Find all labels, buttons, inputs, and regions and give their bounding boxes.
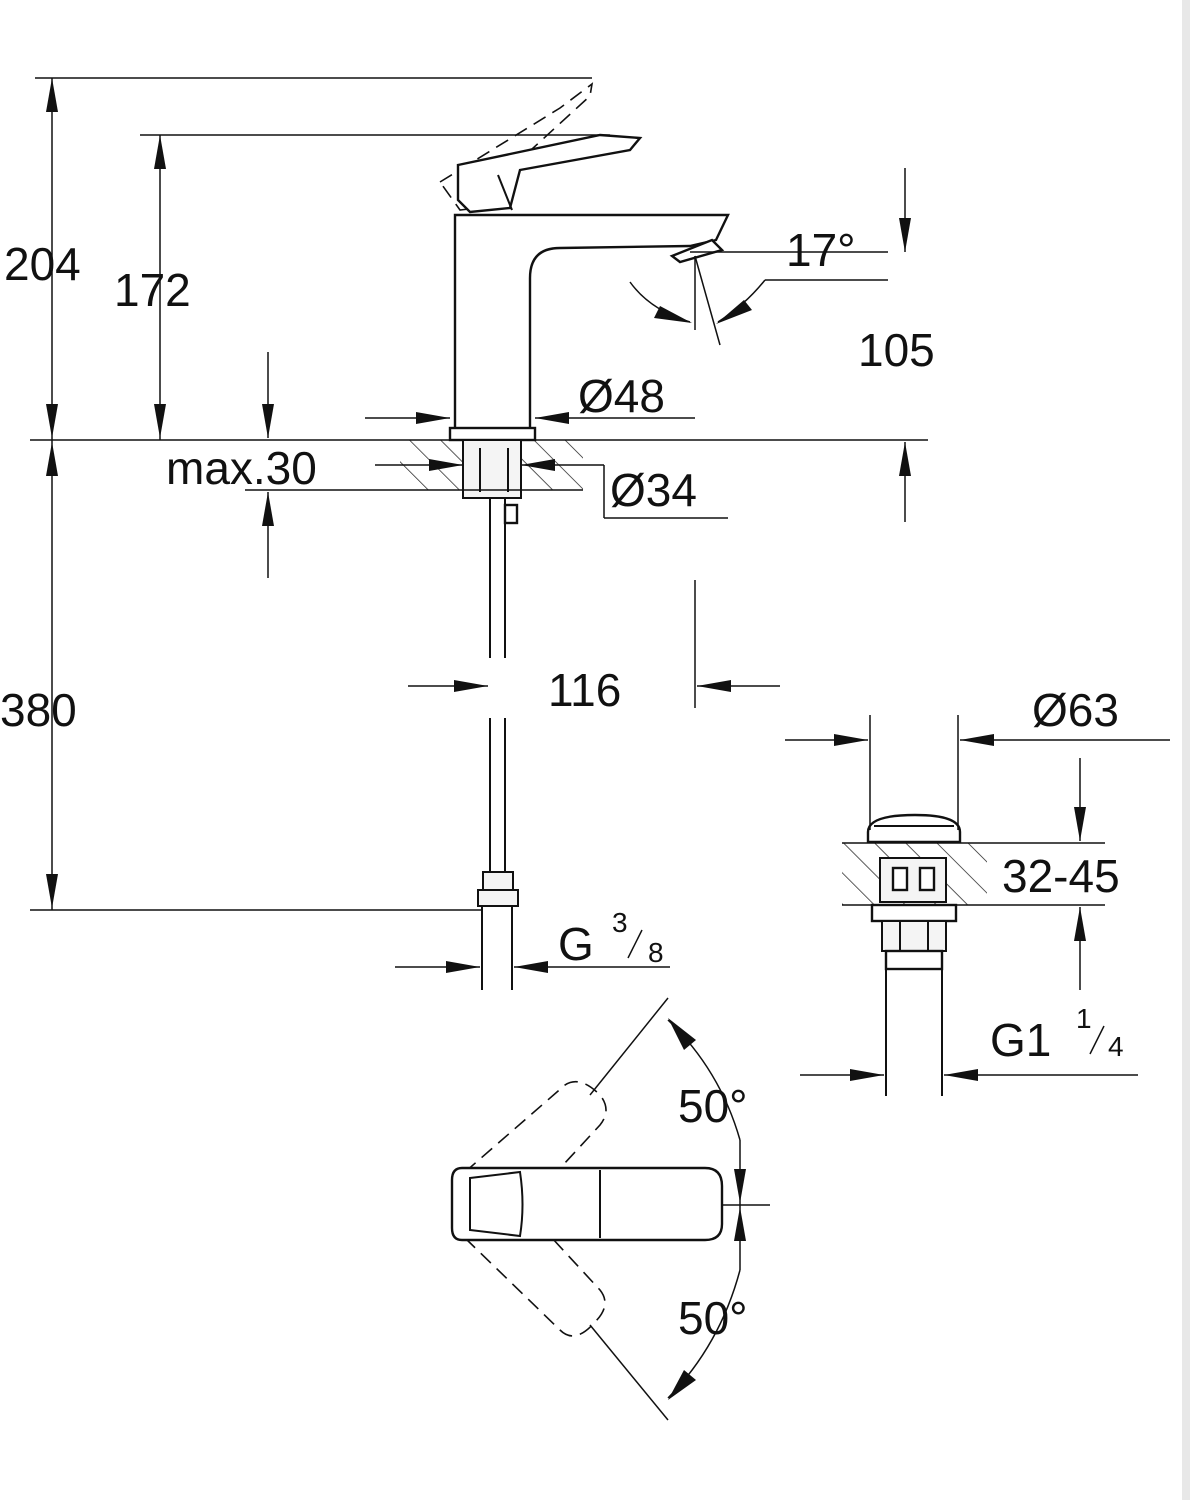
dim-label-172: 172 (114, 264, 191, 316)
dim-label-g-den: 8 (648, 937, 664, 968)
dim-label-max30: max.30 (166, 442, 317, 494)
fraction-slash (627, 929, 643, 959)
dim-label-g1-den: 4 (1108, 1031, 1124, 1062)
dim-label-g1-num: 1 (1076, 1003, 1092, 1034)
dim-32-45 (1074, 758, 1086, 990)
dim-label-380: 380 (0, 684, 77, 736)
dim-63 (785, 715, 1170, 830)
dim-label-105: 105 (858, 324, 935, 376)
dim-116 (408, 580, 780, 708)
dim-label-g1: G1 (990, 1014, 1051, 1066)
dim-34 (375, 459, 728, 519)
dim-label-g-num: 3 (612, 907, 628, 938)
fraction-slash-2 (1089, 1025, 1105, 1055)
dim-label-48: Ø48 (578, 370, 665, 422)
dim-105 (899, 442, 911, 522)
dim-17deg (629, 168, 911, 346)
waste-assembly (842, 813, 1105, 1096)
dim-172 (140, 134, 610, 440)
dim-label-32-45: 32-45 (1002, 850, 1120, 902)
dim-label-17deg: 17° (786, 224, 856, 276)
page-edge (1182, 0, 1190, 1500)
dim-label-63: Ø63 (1032, 684, 1119, 736)
dim-label-50deg-top: 50° (678, 1080, 748, 1132)
dim-label-g: G (558, 918, 594, 970)
dim-label-116: 116 (548, 664, 621, 716)
dim-204 (35, 77, 592, 440)
lever-top-view (450, 997, 770, 1421)
dim-max30 (245, 352, 400, 578)
dim-label-50deg-bottom: 50° (678, 1292, 748, 1344)
dim-48 (365, 412, 695, 424)
dim-g114 (800, 1069, 1138, 1081)
dim-label-34: Ø34 (610, 464, 697, 516)
dim-g38 (395, 961, 670, 973)
dim-380 (30, 440, 482, 911)
mixer-side-view (438, 82, 730, 990)
dim-label-204: 204 (4, 238, 81, 290)
